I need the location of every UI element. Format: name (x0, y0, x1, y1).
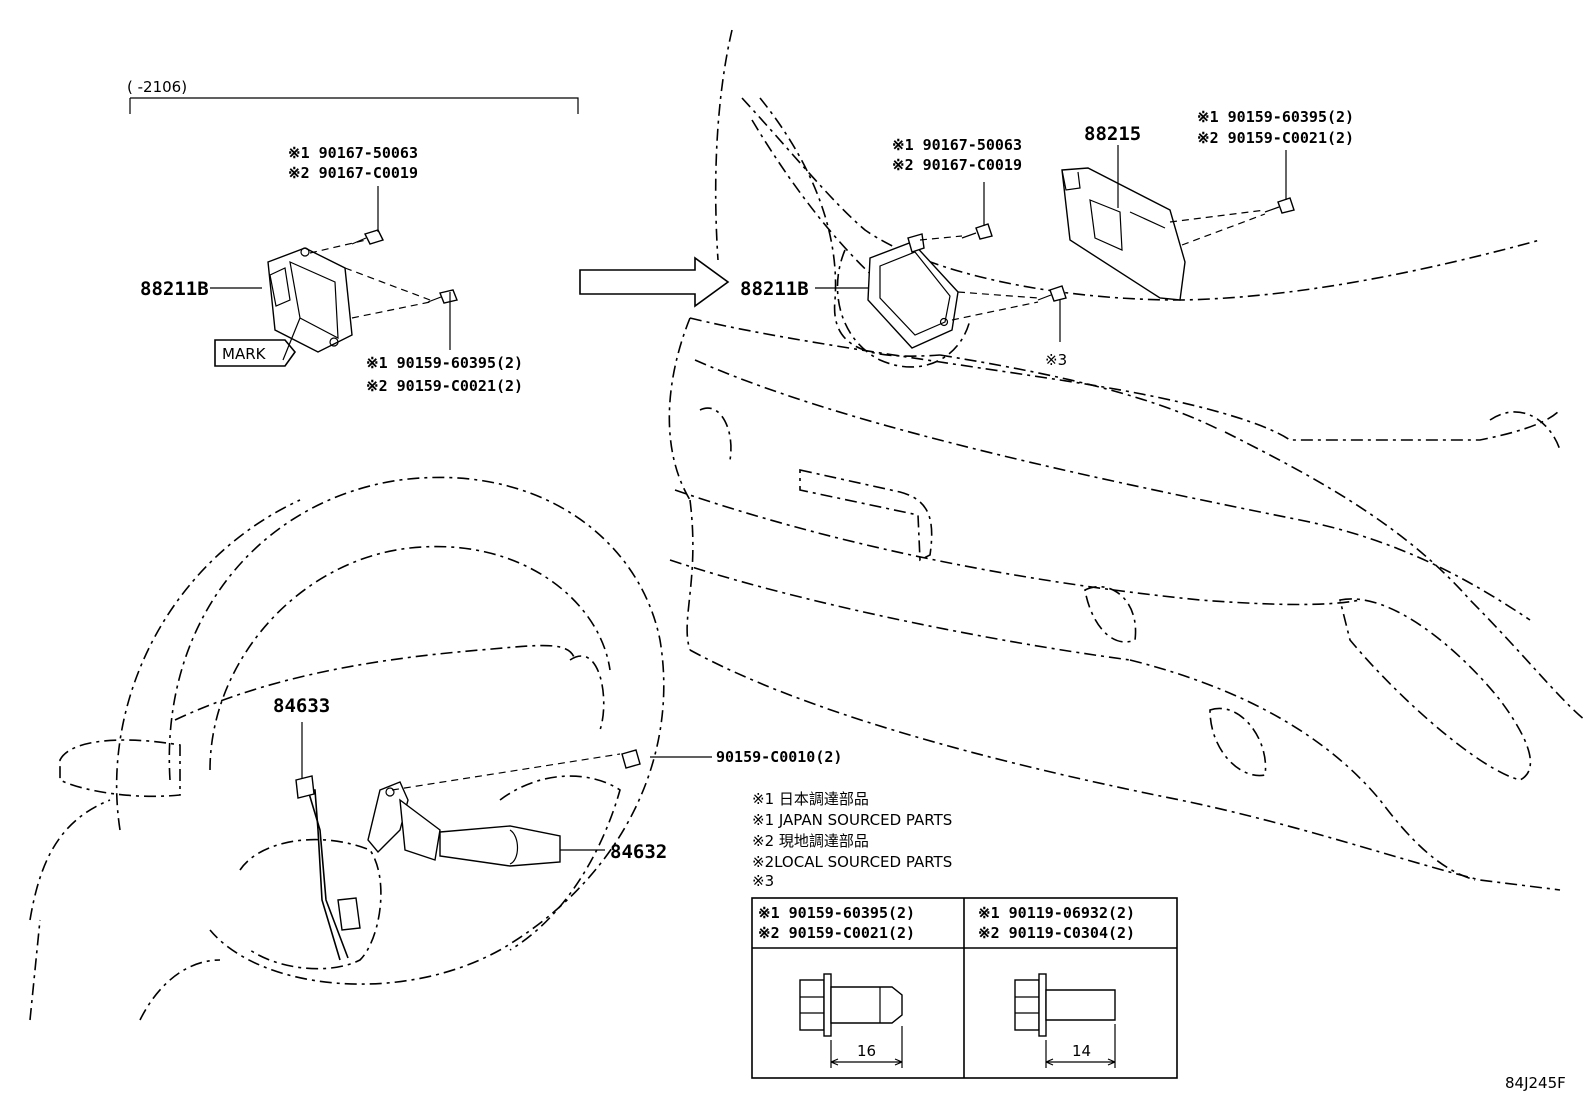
bolt-1-drawing: 16 (799, 973, 903, 1068)
date-range-bracket: ( -2106) (127, 78, 579, 114)
legend-line-5: ※3 (752, 872, 774, 890)
legend-line-1: ※1 日本調達部品 (752, 790, 869, 808)
date-range-label: ( -2106) (127, 78, 187, 96)
legend: ※1 日本調達部品 ※1 JAPAN SOURCED PARTS ※2 現地調達… (752, 790, 952, 890)
note3-marker: ※3 (1045, 351, 1067, 369)
table-col1-line2: ※2 90159-C0021(2) (758, 924, 915, 942)
drawing-code: 84J245F (1505, 1074, 1566, 1092)
wire-harness-84633 (295, 722, 361, 961)
direction-arrow (579, 256, 730, 308)
table-col2-line1: ※1 90119-06932(2) (978, 904, 1135, 922)
mark-label: MARK (222, 345, 267, 363)
fastener-label-left-top-1: ※1 90167-50063 (288, 144, 418, 162)
steering-wheel (29, 476, 665, 1021)
fastener-label-right-mid-1: ※1 90167-50063 (892, 136, 1022, 154)
fastener-table: ※1 90159-60395(2) ※2 90159-C0021(2) ※1 9… (751, 897, 1178, 1079)
table-col1-line1: ※1 90159-60395(2) (758, 904, 915, 922)
bracket-88215 (1061, 145, 1295, 301)
legend-line-3: ※2 現地調達部品 (752, 832, 869, 850)
fastener-label-steering-screw: 90159-C0010(2) (716, 748, 842, 766)
right-sensor-assembly (815, 182, 1067, 349)
left-sensor-assembly: MARK (210, 186, 458, 367)
bolt-2-length: 14 (1072, 1042, 1091, 1060)
fastener-label-left-bottom-2: ※2 90159-C0021(2) (366, 377, 523, 395)
part-label-84633: 84633 (273, 695, 330, 717)
fastener-label-right-mid-2: ※2 90167-C0019 (892, 156, 1022, 174)
part-label-88211b-left: 88211B (140, 278, 209, 300)
bolt-2-drawing: 14 (1014, 973, 1116, 1068)
fastener-label-left-top-2: ※2 90167-C0019 (288, 164, 418, 182)
part-label-88215: 88215 (1084, 123, 1141, 145)
fastener-label-right-top-1: ※1 90159-60395(2) (1197, 108, 1354, 126)
switch-84632 (367, 749, 712, 867)
part-label-88211b-right: 88211B (740, 278, 809, 300)
bolt-1-length: 16 (857, 1042, 876, 1060)
legend-line-4: ※2LOCAL SOURCED PARTS (752, 853, 952, 871)
fastener-label-right-top-2: ※2 90159-C0021(2) (1197, 129, 1354, 147)
legend-line-2: ※1 JAPAN SOURCED PARTS (752, 811, 952, 829)
part-label-84632: 84632 (610, 841, 667, 863)
table-col2-line2: ※2 90119-C0304(2) (978, 924, 1135, 942)
fastener-label-left-bottom-1: ※1 90159-60395(2) (366, 354, 523, 372)
